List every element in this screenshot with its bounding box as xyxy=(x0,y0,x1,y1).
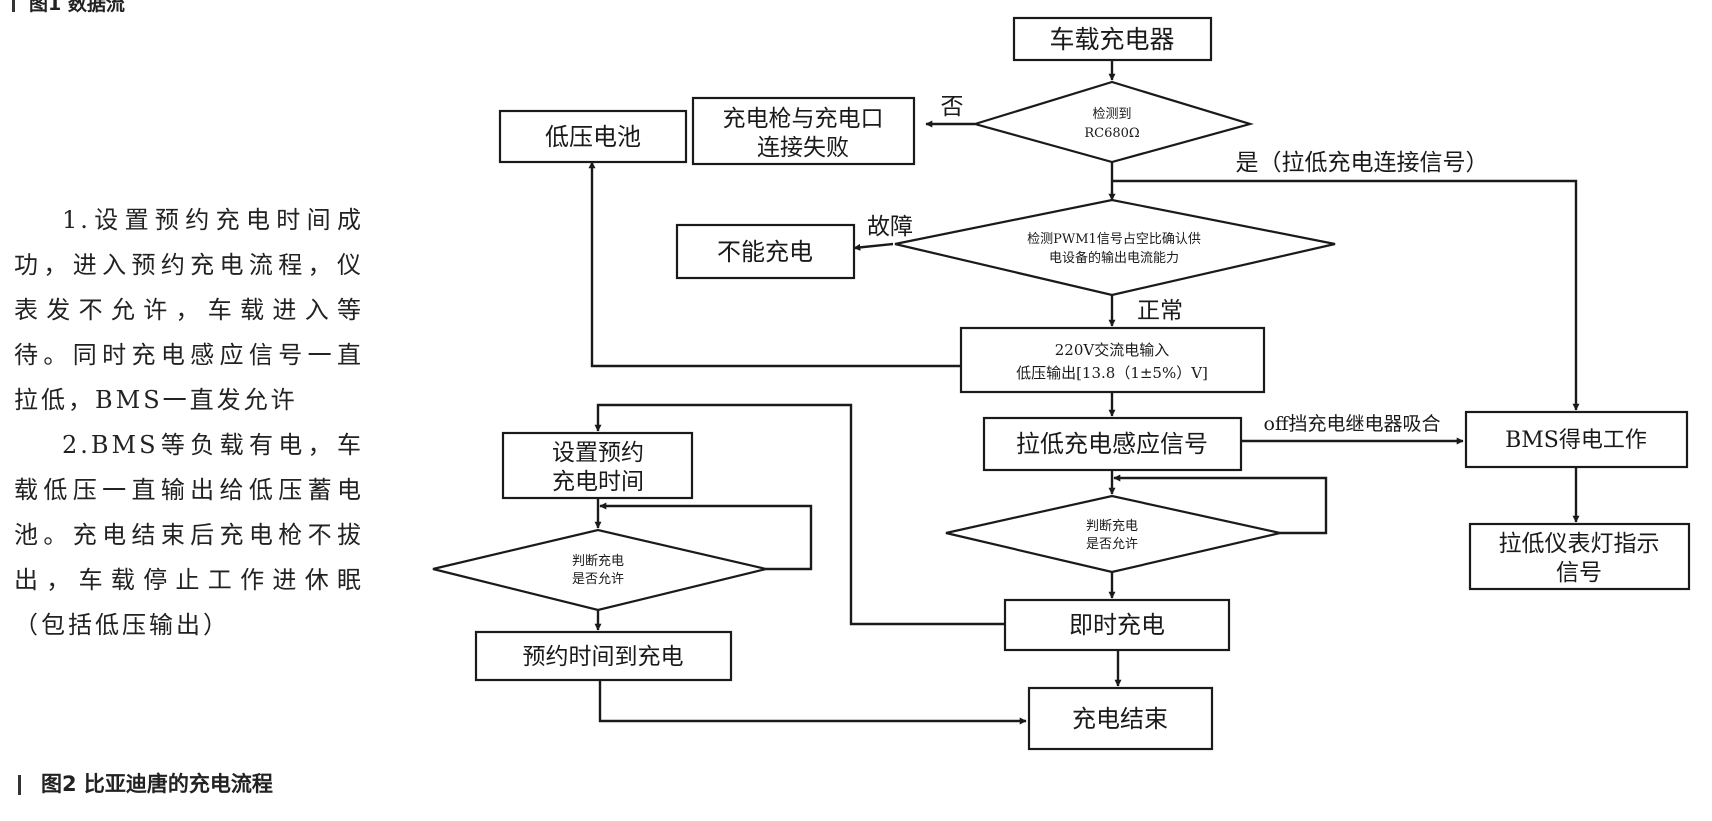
caption-bar xyxy=(12,0,15,12)
arrow-to-low-battery xyxy=(588,161,960,368)
node-charger-label: 车载充电器 xyxy=(1049,25,1174,54)
decision-pwm: 检测PWM1信号占空比确认供 电设备的输出电流能力 xyxy=(894,198,1336,297)
decision-judge-left-shape xyxy=(432,528,767,612)
node-instant-charge: 即时充电 xyxy=(1003,598,1231,652)
label-off-relay: off挡充电继电器吸合 xyxy=(1264,413,1441,435)
arrow-instant-to-set-time xyxy=(594,403,1005,626)
node-instant-charge-box xyxy=(1003,598,1231,652)
caption-bar xyxy=(18,775,21,795)
node-bms-work-box xyxy=(1464,410,1689,469)
node-dashboard-signal: 拉低仪表灯指示 信号 xyxy=(1468,522,1691,591)
node-set-schedule-line2: 充电时间 xyxy=(552,469,644,495)
body-paragraph-1: 1.设置预约充电时间成功，进入预约充电流程，仪表发不允许，车载进入等待。同时充电… xyxy=(14,206,364,414)
label-normal: 正常 xyxy=(1137,298,1183,324)
decision-judge-right-shape xyxy=(945,494,1281,574)
node-set-schedule-line1: 设置预约 xyxy=(552,440,644,466)
node-charge-end-box xyxy=(1027,686,1214,751)
arrow-judge-left-loop xyxy=(599,502,813,571)
node-instant-charge-label: 即时充电 xyxy=(1069,611,1165,639)
node-dashboard-signal-line1: 拉低仪表灯指示 xyxy=(1499,531,1660,557)
top-caption: 图1 数据流 xyxy=(12,0,125,14)
node-charger: 车载充电器 xyxy=(1012,16,1213,62)
node-scheduled-charge: 预约时间到充电 xyxy=(474,630,733,682)
decision-detect-rc-line1: 检测到 xyxy=(1092,107,1131,122)
node-low-battery: 低压电池 xyxy=(498,109,688,164)
decision-judge-left: 判断充电 是否允许 xyxy=(432,528,767,612)
node-connect-fail-line2: 连接失败 xyxy=(757,135,849,161)
node-pull-sense-box xyxy=(982,416,1243,472)
node-pull-sense-label: 拉低充电感应信号 xyxy=(1016,430,1208,458)
arrow-yes-to-bms xyxy=(1112,179,1580,411)
node-ac-input: 220V交流电输入 低压输出[13.8（1±5%）V] xyxy=(959,326,1266,394)
node-scheduled-charge-box xyxy=(474,630,733,682)
node-ac-input-line1: 220V交流电输入 xyxy=(1055,341,1169,359)
label-no: 否 xyxy=(941,94,964,120)
decision-pwm-shape xyxy=(894,198,1336,297)
decision-judge-right-line2: 是否允许 xyxy=(1086,536,1138,552)
node-connect-fail: 充电枪与充电口 连接失败 xyxy=(691,96,916,166)
node-connect-fail-line1: 充电枪与充电口 xyxy=(723,106,884,132)
node-low-battery-box xyxy=(498,109,688,164)
top-caption-text: 图1 数据流 xyxy=(29,0,125,15)
node-dashboard-signal-box xyxy=(1468,522,1691,591)
decision-detect-rc-shape xyxy=(971,80,1254,164)
node-bms-work: BMS得电工作 xyxy=(1464,410,1689,469)
node-pull-sense: 拉低充电感应信号 xyxy=(982,416,1243,472)
decision-detect-rc: 检测到 RC680Ω xyxy=(971,80,1254,164)
arrow-judge-right-loop xyxy=(1113,474,1328,535)
body-paragraph-2: 2.BMS等负载有电，车载低压一直输出给低压蓄电池。充电结束后充电枪不拔出，车载… xyxy=(14,431,364,639)
node-ac-input-line2: 低压输出[13.8（1±5%）V] xyxy=(1016,364,1208,382)
node-scheduled-charge-label: 预约时间到充电 xyxy=(523,644,684,670)
connector-lines xyxy=(588,58,1580,725)
figure-caption-text: 图2 比亚迪唐的充电流程 xyxy=(41,772,273,796)
decision-judge-left-line2: 是否允许 xyxy=(572,571,624,587)
node-set-schedule: 设置预约 充电时间 xyxy=(501,431,694,500)
figure-caption: 图2 比亚迪唐的充电流程 xyxy=(18,768,273,798)
node-charger-box xyxy=(1012,16,1213,62)
node-dashboard-signal-line2: 信号 xyxy=(1556,560,1602,586)
node-cannot-charge-label: 不能充电 xyxy=(717,238,813,266)
node-charge-end-label: 充电结束 xyxy=(1072,705,1168,733)
node-charge-end: 充电结束 xyxy=(1027,686,1214,751)
node-connect-fail-box xyxy=(691,96,916,166)
decision-judge-right-line1: 判断充电 xyxy=(1086,518,1138,534)
decision-detect-rc-line2: RC680Ω xyxy=(1084,126,1139,141)
arrow-scheduled-to-end xyxy=(598,680,1027,725)
decision-judge-left-line1: 判断充电 xyxy=(572,553,624,569)
label-yes: 是（拉低充电连接信号） xyxy=(1236,150,1489,176)
node-set-schedule-box xyxy=(501,431,694,500)
node-cannot-charge-box xyxy=(675,223,856,280)
node-bms-work-label: BMS得电工作 xyxy=(1505,428,1647,453)
node-low-battery-label: 低压电池 xyxy=(545,123,641,151)
decision-judge-right: 判断充电 是否允许 xyxy=(945,494,1281,574)
decision-pwm-line2: 电设备的输出电流能力 xyxy=(1049,250,1179,266)
node-cannot-charge: 不能充电 xyxy=(675,223,856,280)
decision-pwm-line1: 检测PWM1信号占空比确认供 xyxy=(1027,232,1201,247)
arrow-pwm-fault xyxy=(853,242,894,251)
body-text: 1.设置预约充电时间成功，进入预约充电流程，仪表发不允许，车载进入等待。同时充电… xyxy=(14,198,364,648)
node-ac-input-box xyxy=(959,326,1266,394)
label-fault: 故障 xyxy=(867,214,913,240)
